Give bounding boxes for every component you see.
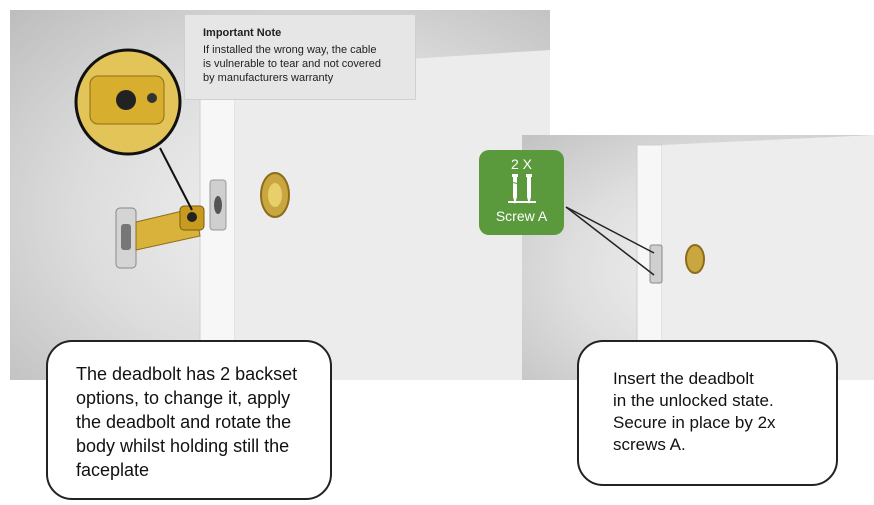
callout-line: body whilst holding still the (76, 436, 290, 456)
callout-line: the deadbolt and rotate the (76, 412, 292, 432)
callout-line: Secure in place by 2x (613, 413, 776, 432)
callout-line: The deadbolt has 2 backset (76, 364, 298, 384)
callout-line: options, to change it, apply (76, 388, 291, 408)
important-note-title: Important Note (203, 27, 282, 39)
note-line: by manufacturers warranty (203, 72, 334, 84)
right-door-illustration (522, 135, 874, 380)
screw-quantity: 2 X (510, 156, 532, 172)
door-installed-deadbolt-image (565, 135, 874, 380)
note-line: If installed the wrong way, the cable (203, 44, 377, 56)
callout-line: Insert the deadbolt (613, 369, 754, 388)
callout-line: in the unlocked state. (613, 391, 774, 410)
important-note-body: If installed the wrong way, the cable is… (203, 43, 401, 85)
important-note-box: Important Note If installed the wrong wa… (184, 14, 416, 100)
insert-deadbolt-callout: Insert the deadbolt in the unlocked stat… (577, 340, 838, 486)
callout-line: screws A. (613, 435, 686, 454)
backset-instruction-callout: The deadbolt has 2 backset options, to c… (46, 340, 332, 500)
note-line: is vulnerable to tear and not covered (203, 58, 381, 70)
callout-line: faceplate (76, 460, 150, 480)
screw-quantity-badge: 2 X Screw A (479, 150, 564, 235)
screw-icon (507, 174, 536, 204)
screw-label: Screw A (495, 208, 548, 224)
door-edge-deadbolt-image (74, 48, 550, 380)
